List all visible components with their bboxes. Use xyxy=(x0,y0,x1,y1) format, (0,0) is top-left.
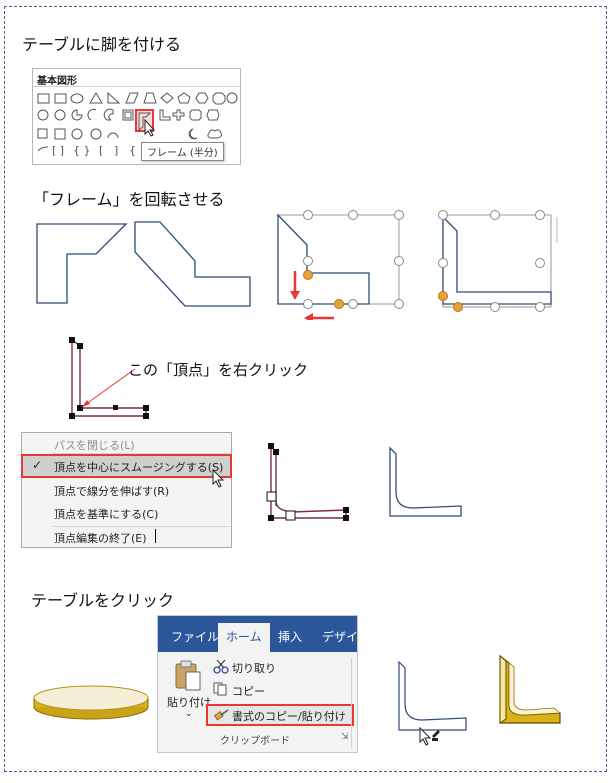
octagon-shape-icon xyxy=(226,92,238,104)
dodecagon-shape-icon xyxy=(54,109,66,121)
right-triangle-shape-icon xyxy=(107,91,121,104)
arc-shape-icon xyxy=(37,146,49,152)
heading-step1: テーブルに脚を付ける xyxy=(22,35,182,54)
heptagon-shape-icon xyxy=(212,92,226,105)
oval-shape-icon xyxy=(70,93,84,104)
copy-button[interactable]: コピー xyxy=(232,685,265,698)
tab-file[interactable]: ファイル xyxy=(171,630,220,644)
copy-icon xyxy=(213,682,227,696)
hexagon-shape-icon xyxy=(195,92,209,104)
gallery-shape-grid[interactable]: [ ] { } [ ] { xyxy=(33,87,240,164)
heading-step2: 「フレーム」を回転させる xyxy=(33,190,225,209)
textbox-shape-icon xyxy=(37,93,50,104)
group-divider xyxy=(351,658,352,748)
vertical-textbox-shape-icon xyxy=(54,93,67,104)
menu-divider xyxy=(52,526,230,527)
menu-item-straight-point[interactable]: 頂点で線分を伸ばす(R) xyxy=(54,485,170,498)
heading-step4: テーブルをクリック xyxy=(31,591,175,610)
scissors-icon xyxy=(213,660,229,674)
adjust-handle-orange xyxy=(334,299,344,309)
parallelogram-shape-icon xyxy=(125,92,139,104)
tooltip: フレーム (半分) xyxy=(141,142,224,161)
svg-text:{ }: { } xyxy=(73,144,91,157)
ribbon-home: ファイル ホーム 挿入 デザイン 貼り付け ⌄ 切り取り コピー 書式のコピー/… xyxy=(157,615,358,753)
vertex-edit-illustration xyxy=(69,337,149,419)
no-symbol-shape-icon xyxy=(90,128,102,140)
golden-leg-shape xyxy=(499,654,562,724)
menu-item-exit-edit-points[interactable]: 頂点編集の終了(E) xyxy=(54,532,147,545)
l-shape-icon xyxy=(159,109,171,121)
teardrop-shape-icon xyxy=(103,108,114,121)
plus-shape-icon xyxy=(172,109,185,121)
chord-shape-icon xyxy=(87,108,97,121)
tab-design[interactable]: デザイン xyxy=(322,630,358,644)
triangle-shape-icon xyxy=(89,92,103,104)
pentagon-shape-icon xyxy=(177,92,191,104)
checkmark-icon: ✓ xyxy=(32,458,43,472)
cloud-shape-icon xyxy=(207,129,222,139)
mouse-pointer-icon xyxy=(212,469,225,488)
half-frame-shape-icon xyxy=(138,112,152,131)
cross-shape-icon xyxy=(206,109,220,121)
block-arc-shape-icon xyxy=(107,132,119,139)
adjust-handle-orange xyxy=(303,270,313,280)
decagon-shape-icon xyxy=(37,109,49,121)
bevel-shape-icon xyxy=(54,128,66,140)
cut-button[interactable]: 切り取り xyxy=(232,662,276,675)
leg-shape-click-result xyxy=(398,660,467,746)
tab-home[interactable]: ホーム xyxy=(218,623,270,652)
group-label-clipboard: クリップボード xyxy=(220,736,290,747)
context-menu: パスを閉じる(L) ✓ 頂点を中心にスムージングする(S) 頂点で線分を伸ばす(… xyxy=(21,432,232,548)
donut-shape-icon xyxy=(71,128,83,140)
frame-shape-original xyxy=(36,223,128,304)
menu-item-close-path[interactable]: パスを閉じる(L) xyxy=(54,439,135,452)
smoothed-vertex-illustration xyxy=(266,443,349,521)
frame-shape-rotated xyxy=(134,221,251,307)
page-frame xyxy=(4,6,607,772)
clipboard-paste-icon[interactable] xyxy=(174,660,202,692)
paintbrush-cursor-icon xyxy=(432,730,440,738)
heading-step3: この「頂点」を右クリック xyxy=(128,361,309,379)
svg-text:[: [ xyxy=(99,144,103,157)
menu-item-smooth-point[interactable]: ✓ 頂点を中心にスムージングする(S) xyxy=(21,454,232,478)
octagon2-shape-icon xyxy=(189,109,202,121)
frame-shape-icon xyxy=(122,109,134,121)
rotation-illustrations xyxy=(36,210,558,320)
moon-shape-icon xyxy=(188,128,198,140)
dialog-launcher-icon[interactable]: ⇲ xyxy=(341,732,349,742)
tab-insert[interactable]: 挿入 xyxy=(278,630,303,644)
format-painter-button[interactable]: 書式のコピー/貼り付け xyxy=(206,704,354,726)
text-cursor xyxy=(155,529,156,543)
svg-text:]: ] xyxy=(114,144,118,157)
table-top-shape[interactable] xyxy=(30,681,152,726)
chevron-down-icon[interactable]: ⌄ xyxy=(185,709,193,719)
mouse-pointer-icon xyxy=(144,118,156,137)
menu-divider xyxy=(52,453,230,454)
frame-shape-selected-2 xyxy=(438,210,558,312)
menu-item-corner-point[interactable]: 頂点を基準にする(C) xyxy=(54,508,159,521)
frame-shape-selected-1 xyxy=(277,210,404,320)
paintbrush-icon xyxy=(214,709,229,721)
svg-text:{: { xyxy=(129,144,136,157)
svg-text:[ ]: [ ] xyxy=(52,144,64,157)
trapezoid-shape-icon xyxy=(143,92,157,104)
cube-shape-icon xyxy=(37,128,48,139)
diamond-shape-icon xyxy=(160,92,174,104)
mouse-pointer-icon xyxy=(419,726,432,746)
smoothed-frame-result xyxy=(389,446,462,517)
gallery-title: 基本図形 xyxy=(37,76,77,87)
paste-button[interactable]: 貼り付け xyxy=(167,696,211,709)
ribbon-tab-bar: ファイル ホーム 挿入 デザイン xyxy=(158,616,358,652)
gallery-divider xyxy=(33,86,240,87)
format-painter-label: 書式のコピー/貼り付け xyxy=(232,710,346,723)
pie-shape-icon xyxy=(71,109,83,121)
